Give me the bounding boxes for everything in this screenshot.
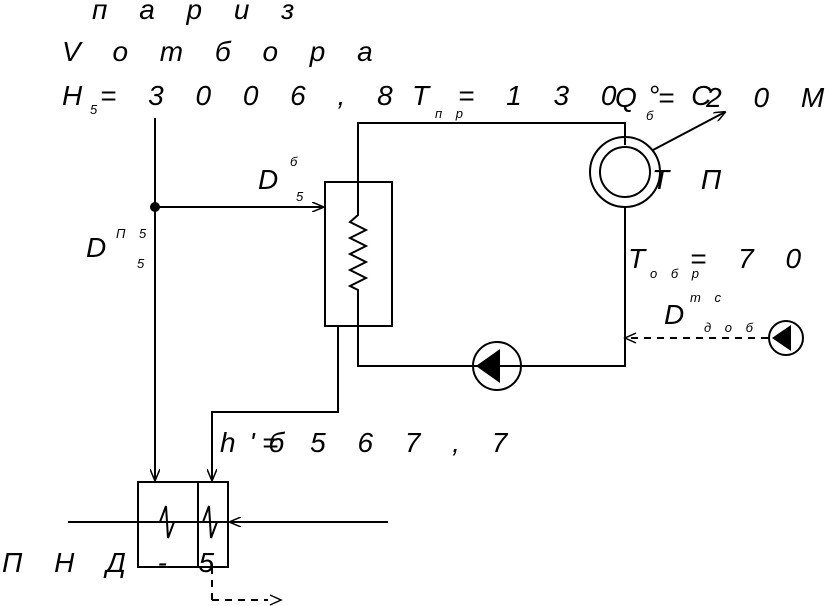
h5-subscript: 5 (90, 102, 102, 117)
consumer-inner (599, 146, 651, 198)
dts-label: D (664, 299, 696, 330)
dp5-subscript: 5 (137, 256, 149, 271)
tobr-label: T (628, 243, 657, 274)
dp5-superscript: П 5 (116, 226, 151, 241)
drain-line (212, 326, 339, 480)
tpr-value: = 1 3 0 ° C (458, 80, 723, 111)
makeup-arrowhead (623, 332, 637, 344)
d5b-label: D (258, 164, 290, 195)
pnd5-coil-1 (159, 505, 175, 539)
hb-label: h ' б (220, 427, 287, 458)
hb-value: = 5 6 7 , 7 (262, 427, 519, 458)
makeup-pump-triangle (772, 325, 791, 351)
pnd5-heater (137, 481, 229, 568)
steam-source-label-2: V о т б о р а (62, 36, 385, 67)
tpr-label: T (412, 80, 441, 111)
dts-superscript: т с (690, 290, 726, 305)
makeup-pump (768, 320, 804, 356)
d5b-superscript: б (290, 154, 302, 169)
heater-coil (347, 207, 369, 300)
dp5-label: D (86, 232, 118, 263)
h5-value: = 3 0 0 6 , 8 (100, 80, 405, 111)
network-pump (472, 341, 522, 391)
dts-subscript: д о б (704, 320, 758, 335)
tobr-subscript: о б р (650, 266, 704, 281)
tpr-subscript: п р (435, 106, 468, 121)
qb-subscript: б (646, 108, 658, 123)
condensate-arrowhead (269, 594, 283, 606)
h5-label: H (62, 80, 94, 111)
supply-line (357, 122, 626, 207)
steam-source-label-1: п а р и з (92, 0, 306, 25)
network-pump-triangle (476, 349, 500, 383)
tobr-value: = 7 0 ° C (690, 243, 825, 274)
qb-label: Q (615, 82, 649, 113)
qb-value: = 2 0 М В т (658, 82, 825, 113)
heat-output-arrow (652, 112, 725, 151)
pnd5-coil-2 (202, 505, 218, 539)
pnd5-label: П Н Д - 5 (2, 547, 226, 578)
d5b-subscript: 5 (296, 189, 308, 204)
consumer-label: Т П (652, 164, 733, 195)
